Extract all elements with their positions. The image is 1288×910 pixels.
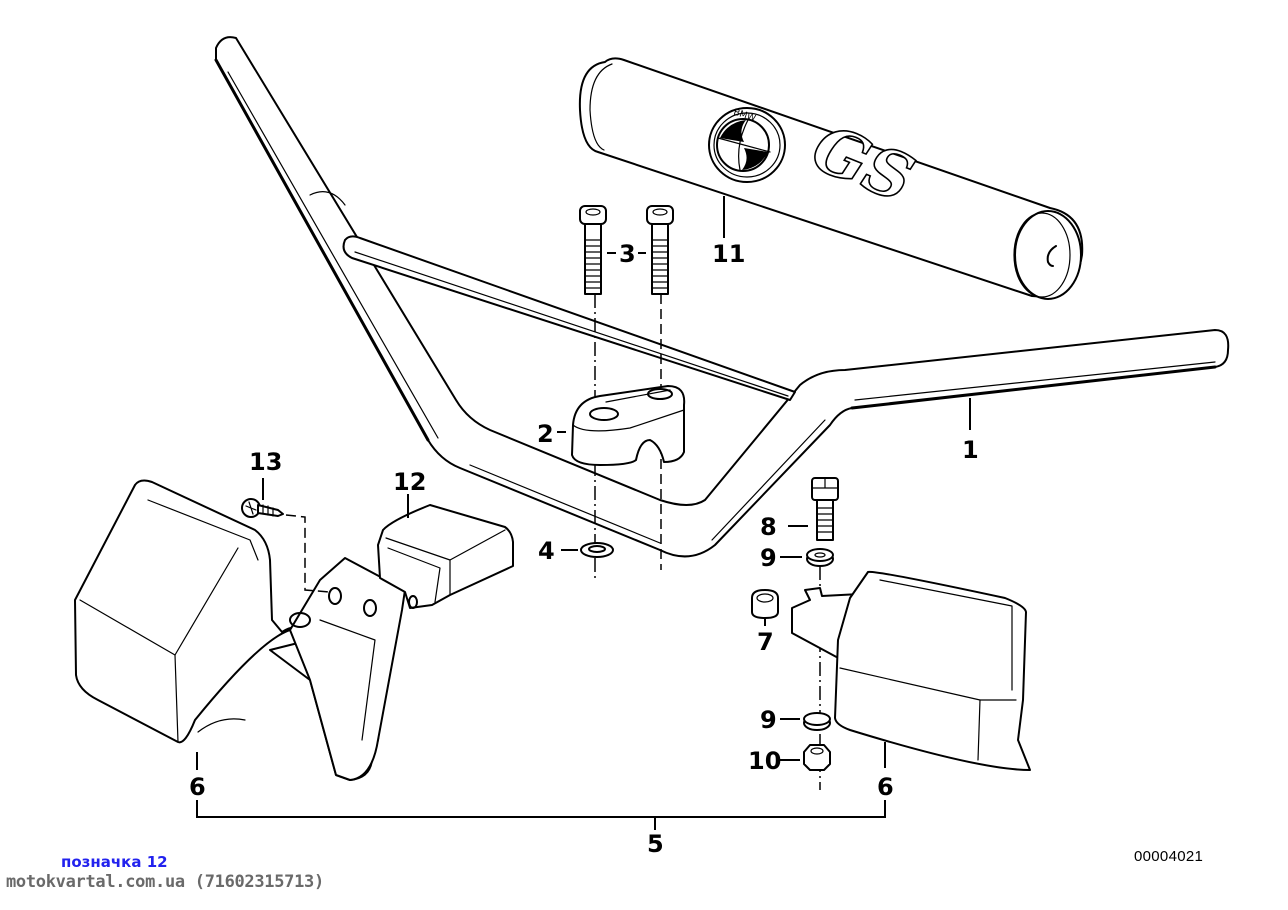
washer-9-lower[interactable] — [803, 712, 831, 731]
callout-13: 13 — [249, 448, 282, 476]
callout-9-upper: 9 — [760, 544, 777, 572]
clamp-bolt-right[interactable] — [646, 205, 674, 295]
bmw-roundel-icon: BMW — [708, 107, 786, 183]
callout-7: 7 — [757, 628, 774, 656]
callout-11: 11 — [712, 240, 745, 268]
callout-1: 1 — [962, 436, 979, 464]
callout-12: 12 — [393, 468, 426, 496]
hex-bolt-8[interactable] — [811, 477, 839, 541]
spacer-sleeve-7[interactable] — [751, 589, 779, 619]
callout-6-left: 6 — [189, 773, 206, 801]
crossbar-pad[interactable]: BMW GS — [578, 57, 1084, 300]
callout-6-right: 6 — [877, 773, 894, 801]
hex-nut-10[interactable] — [803, 744, 831, 771]
callout-2: 2 — [537, 420, 554, 448]
washer-9-upper[interactable] — [806, 548, 834, 567]
callout-5: 5 — [647, 830, 664, 858]
callout-9-lower: 9 — [760, 706, 777, 734]
callout-3: 3 — [619, 240, 636, 268]
hand-guard-left[interactable] — [74, 479, 406, 781]
position-tag: позначка 12 — [61, 853, 168, 871]
mounting-bracket[interactable] — [377, 504, 514, 609]
handlebar[interactable] — [214, 36, 1230, 558]
washer-4[interactable] — [580, 542, 614, 558]
callout-8: 8 — [760, 513, 777, 541]
handlebar-clamp[interactable] — [571, 385, 686, 466]
clamp-bolt-left[interactable] — [579, 205, 607, 295]
callout-4: 4 — [538, 537, 555, 565]
hand-guard-right[interactable] — [791, 570, 1031, 771]
diagram-part-number: 00004021 — [1134, 848, 1204, 865]
callout-10: 10 — [748, 747, 781, 775]
source-watermark: motokvartal.com.ua (71602315713) — [6, 872, 324, 892]
screw-13[interactable] — [241, 498, 284, 518]
